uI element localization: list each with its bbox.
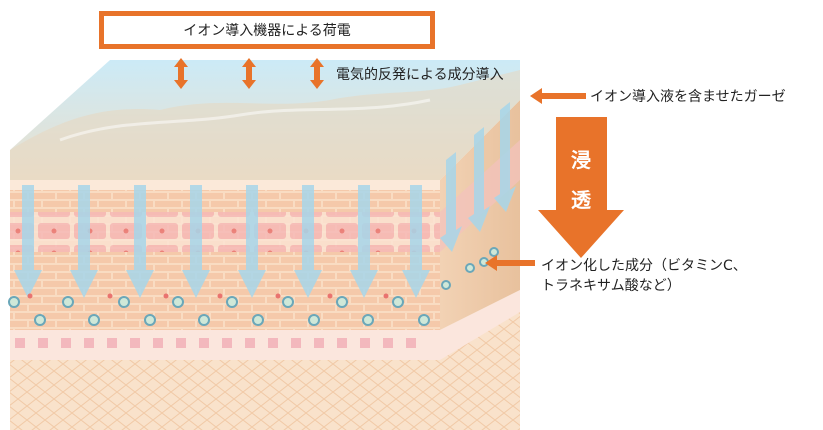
ion-pointer-arrow [485,255,535,271]
basal-layer [10,290,520,360]
permeation-char-2: 透 [571,188,591,212]
dermis-layer [10,300,520,430]
ion-permeation-arrows [14,102,516,298]
device-charge-label: イオン導入機器による荷電 [183,23,351,39]
ion-gel-layer [10,60,520,180]
epidermis-front [10,180,440,330]
permeation-char-1: 浸 [571,148,591,172]
repulsion-arrows [174,58,324,89]
red-dots [27,293,389,299]
permeation-arrow [538,117,624,258]
repulsion-label: 電気的反発による成分導入 [336,67,504,83]
ionized-label-line1: イオン化した成分（ビタミンC、 [541,258,747,274]
device-charge-box: イオン導入機器による荷電 [99,11,435,49]
gauze-label: イオン導入液を含ませたガーゼ [590,89,786,105]
ionized-label-line2: トラネキサム酸など） [541,278,681,294]
ion-particles [8,247,499,326]
gauze-pointer-arrow [530,88,586,104]
